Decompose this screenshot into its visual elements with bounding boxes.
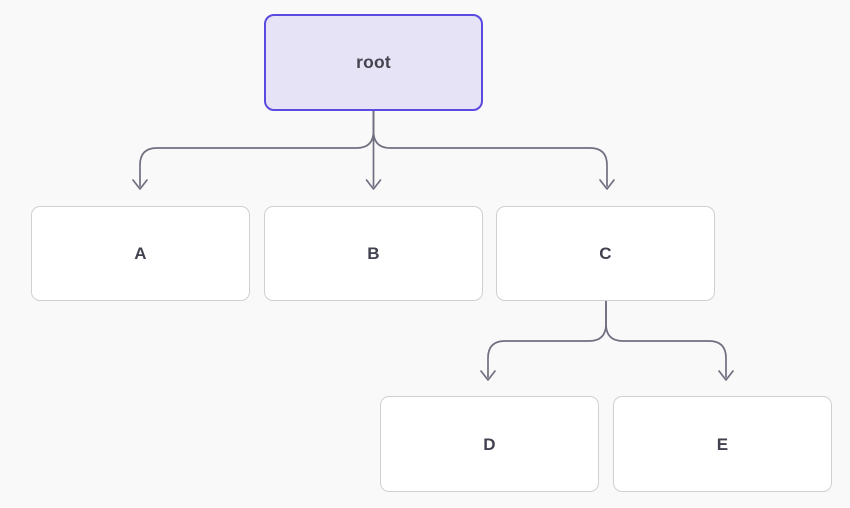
node-root-label: root [356, 51, 391, 72]
node-e[interactable]: E [613, 396, 832, 492]
node-e-label: E [716, 434, 729, 454]
edge-root-to-c [372, 110, 615, 190]
edge-c-to-d [480, 300, 607, 381]
node-a[interactable]: A [31, 206, 250, 301]
node-c-label: C [599, 244, 612, 263]
node-root[interactable]: root [264, 14, 483, 111]
edge-c-to-e [605, 300, 734, 381]
node-c[interactable]: C [496, 206, 715, 301]
node-d[interactable]: D [380, 396, 599, 492]
node-a-label: A [134, 244, 147, 263]
edge-root-to-a [132, 110, 375, 190]
node-b-label: B [367, 244, 380, 263]
node-b[interactable]: B [264, 206, 483, 301]
node-d-label: D [483, 434, 496, 454]
